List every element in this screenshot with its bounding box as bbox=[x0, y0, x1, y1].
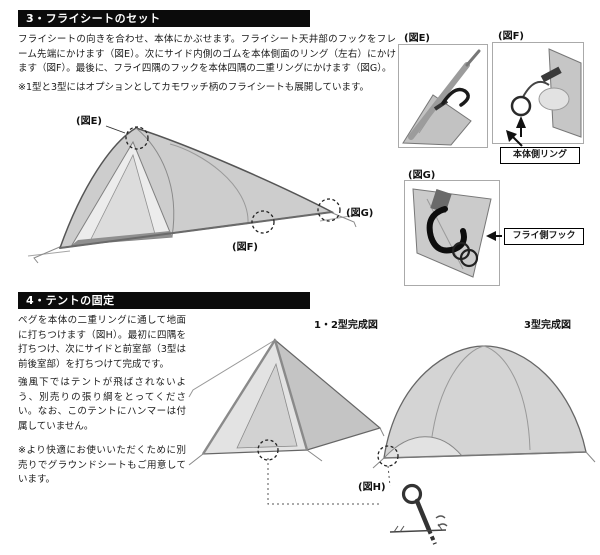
section4-paragraph1: ペグを本体の二重リングに通して地面に打ちつけます（図H）。最初に四隅を打ちつけ、… bbox=[18, 315, 186, 370]
section3-note: ※1型と3型にはオプションとしてカモワッチ柄のフライシートも展開しています。 bbox=[18, 81, 370, 93]
section3-header: 3・フライシートのセット bbox=[18, 10, 310, 27]
fly-side-hook-icon bbox=[426, 206, 467, 254]
toggle-icon bbox=[540, 66, 562, 83]
fig-e-pointer-label: (図E) bbox=[76, 116, 102, 127]
section4-note: ※より快適にお使いいただくために別売りでグラウンドシートもご用意しています。 bbox=[18, 445, 186, 485]
section4-paragraph2: 強風下ではテントが飛ばされないよう、別売りの張り綱をとってください。なお、このテ… bbox=[18, 377, 186, 432]
peg-illustration bbox=[389, 483, 448, 545]
section4-header: 4・テントの固定 bbox=[18, 292, 310, 309]
tent-type3-illustration bbox=[372, 345, 596, 469]
caption-type12: 1・2型完成図 bbox=[314, 320, 378, 331]
highlight-circle-peg-right bbox=[377, 445, 399, 467]
flysheet-tent-illustration bbox=[27, 125, 360, 264]
highlight-circle-peg-left bbox=[257, 439, 279, 461]
fig-f-pointer-label: (図F) bbox=[232, 242, 258, 253]
highlight-circle-fig-f bbox=[251, 210, 275, 234]
highlight-circle-fig-g bbox=[317, 198, 341, 222]
fly-top-hook-icon bbox=[441, 87, 470, 107]
corner-hook-illustration bbox=[412, 188, 492, 278]
side-ring-attach-illustration bbox=[510, 48, 582, 138]
callout-g-arrow-icon bbox=[486, 231, 502, 241]
fig-h-leader-lines bbox=[267, 458, 391, 505]
fly-side-hook-callout: フライ側フック bbox=[504, 228, 584, 245]
panel-f-title: (図F) bbox=[498, 31, 524, 42]
peg-hook-icon bbox=[401, 483, 423, 505]
frame-tip-hook-illustration bbox=[402, 49, 481, 146]
panel-g-title: (図G) bbox=[408, 170, 436, 181]
tent-type12-illustration bbox=[188, 338, 385, 466]
highlight-circle-fig-e bbox=[125, 126, 149, 150]
fig-h-pointer-label: (図H) bbox=[358, 482, 386, 493]
body-side-ring-icon bbox=[510, 95, 532, 117]
section4-body: ペグを本体の二重リングに通して地面に打ちつけます（図H）。最初に四隅を打ちつけ、… bbox=[18, 314, 186, 492]
callout-f-arrow-icon bbox=[506, 130, 523, 147]
section3-body: フライシートの向きを合わせ、本体にかぶせます。フライシート天井部のフックをフレー… bbox=[18, 33, 396, 99]
panel-e-title: (図E) bbox=[404, 33, 430, 44]
arrow-up-icon bbox=[516, 116, 526, 128]
panel-f-box bbox=[492, 42, 584, 144]
panel-e-box bbox=[398, 44, 488, 148]
caption-type3: 3型完成図 bbox=[524, 320, 571, 331]
body-side-ring-callout: 本体側リング bbox=[500, 147, 580, 164]
section3-paragraph: フライシートの向きを合わせ、本体にかぶせます。フライシート天井部のフックをフレー… bbox=[18, 34, 396, 74]
panel-g-box bbox=[404, 180, 500, 286]
fig-g-pointer-label: (図G) bbox=[346, 208, 374, 219]
